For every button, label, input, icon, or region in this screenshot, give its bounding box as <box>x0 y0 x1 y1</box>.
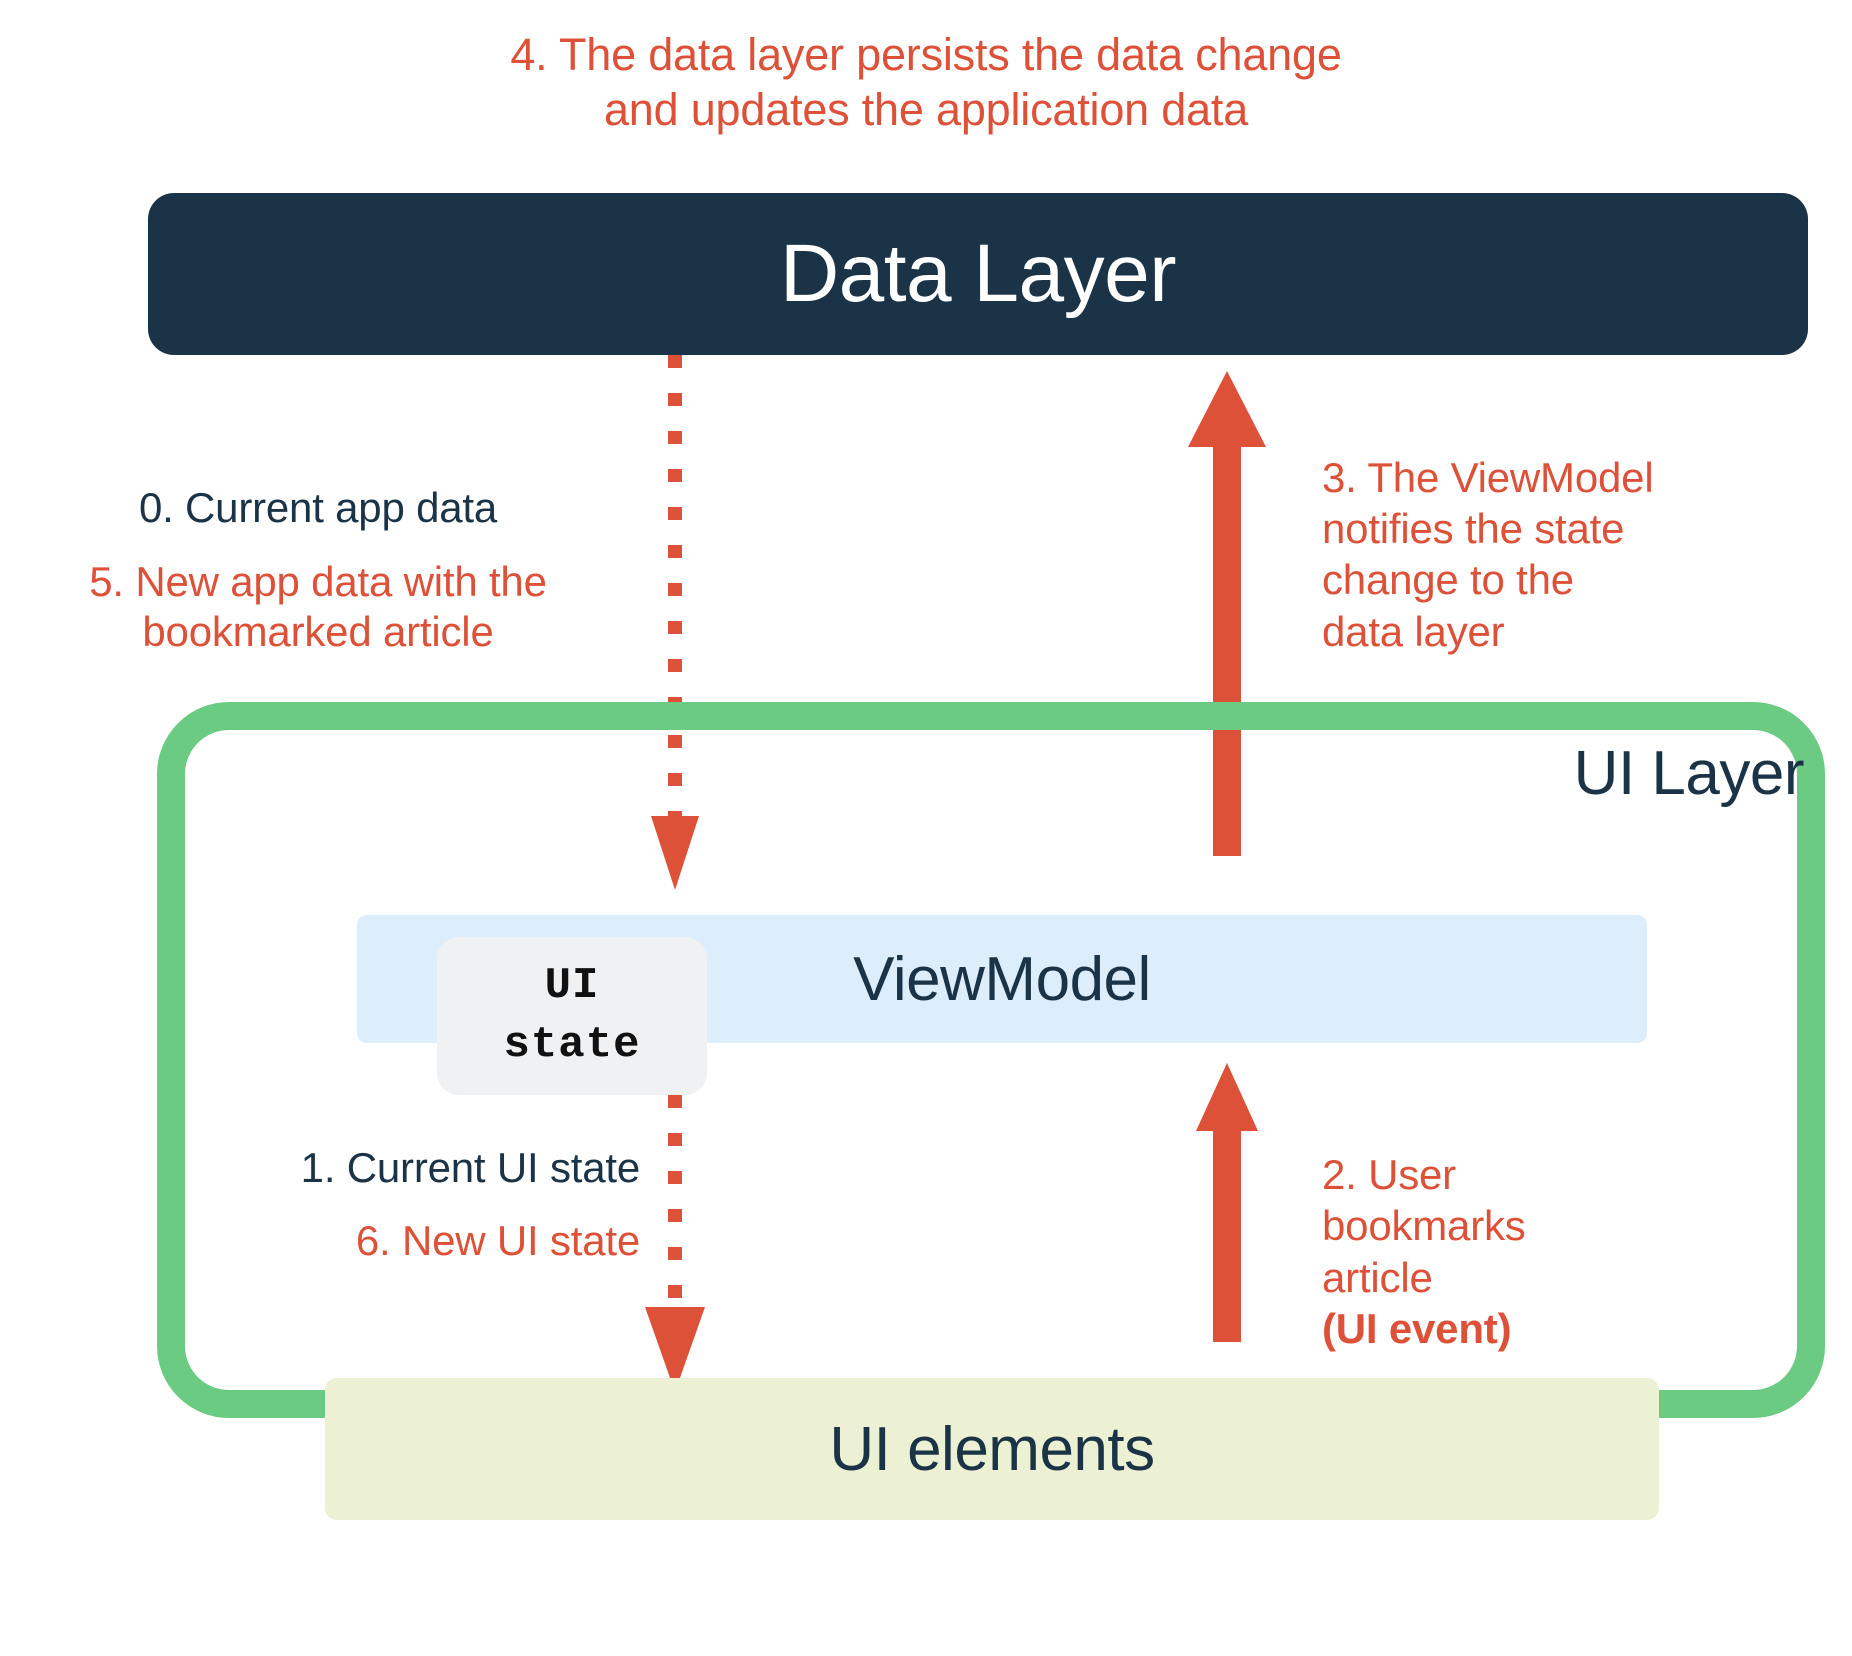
label-step-0: 0. Current app data <box>138 484 498 531</box>
ui-elements-box: UI elements <box>325 1378 1659 1520</box>
ui-layer-label: UI Layer <box>1573 739 1805 808</box>
label-step-3: 3. The ViewModel notifies the state chan… <box>1322 454 1654 655</box>
ui-state-chip-line-2: state <box>503 1020 641 1070</box>
label-step-6: 6. New UI state <box>355 1217 640 1264</box>
viewmodel-label: ViewModel <box>853 944 1151 1014</box>
label-step-5: 5. New app data with the bookmarked arti… <box>89 558 547 656</box>
ui-elements-label: UI elements <box>829 1414 1155 1484</box>
ui-state-chip: UI state <box>437 937 707 1095</box>
label-step-2-bold: (UI event) <box>1322 1304 1512 1352</box>
caption-step-4: 4. The data layer persists the data chan… <box>510 29 1342 135</box>
label-step-2: 2. User bookmarks article (UI event) <box>1322 1098 1702 1354</box>
ui-state-chip-line-1: UI <box>544 960 600 1011</box>
label-step-2-plain: 2. User bookmarks article <box>1322 1151 1526 1301</box>
data-layer-label: Data Layer <box>779 228 1177 319</box>
label-step-1: 1. Current UI state <box>300 1144 641 1191</box>
data-layer-box: Data Layer <box>148 193 1808 355</box>
